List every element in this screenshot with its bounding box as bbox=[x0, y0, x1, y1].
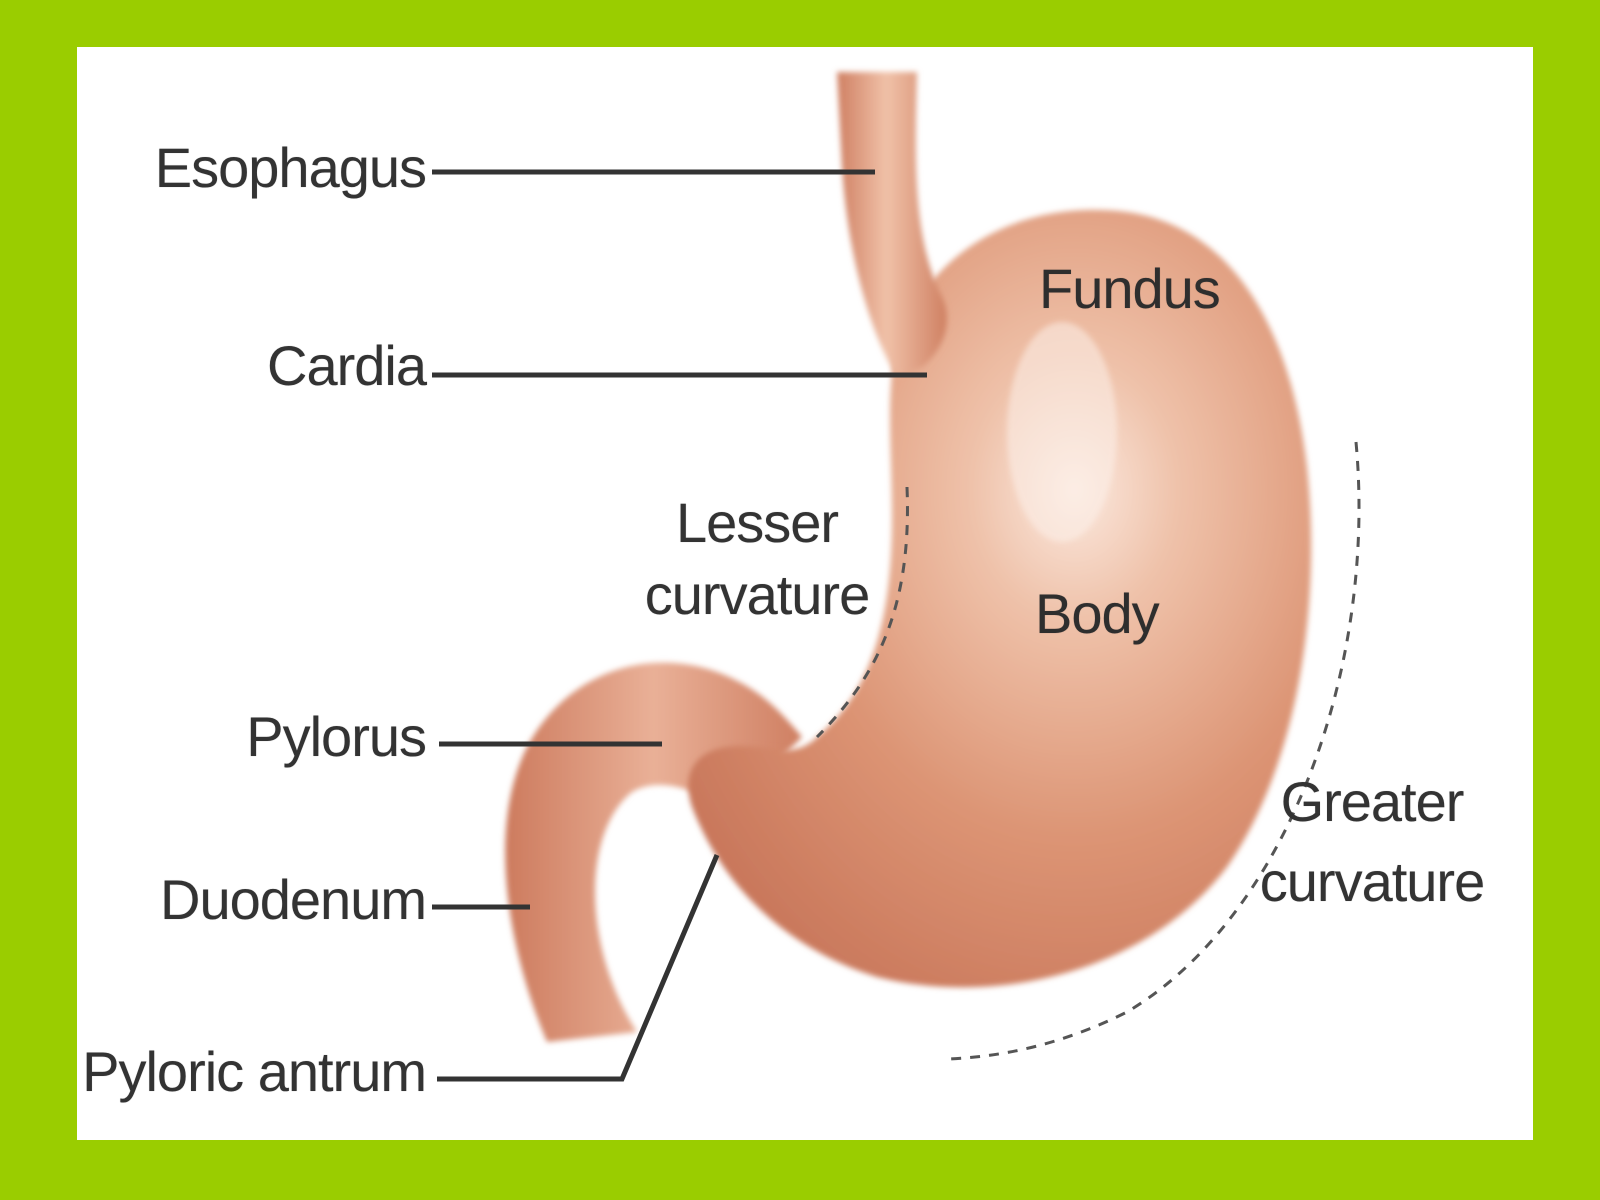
lesser-curvature-dashed-arc bbox=[815, 486, 909, 739]
label-lesser-curvature-line2: curvature bbox=[644, 563, 870, 626]
label-fundus: Fundus bbox=[1039, 257, 1221, 320]
label-greater-curvature-line1: Greater bbox=[1280, 770, 1465, 833]
label-lesser-curvature: Lesser curvature bbox=[632, 487, 882, 631]
label-duodenum: Duodenum bbox=[160, 868, 427, 931]
label-greater-curvature-line2: curvature bbox=[1259, 850, 1485, 913]
label-body: Body bbox=[1035, 582, 1160, 645]
label-esophagus: Esophagus bbox=[154, 136, 427, 199]
label-pylorus: Pylorus bbox=[246, 705, 427, 768]
diagram-panel: Esophagus Cardia Pylorus Duodenum Pylori… bbox=[77, 47, 1533, 1140]
label-pyloric-antrum: Pyloric antrum bbox=[82, 1040, 427, 1103]
label-cardia: Cardia bbox=[267, 334, 427, 397]
esophagus-shape bbox=[837, 72, 947, 377]
label-lesser-curvature-line1: Lesser bbox=[675, 491, 839, 554]
stomach-illustration bbox=[432, 72, 1361, 1082]
pyloric-antrum-leader-line bbox=[437, 854, 720, 1082]
label-greater-curvature: Greater curvature bbox=[1247, 762, 1497, 922]
stomach-shape bbox=[688, 209, 1312, 988]
